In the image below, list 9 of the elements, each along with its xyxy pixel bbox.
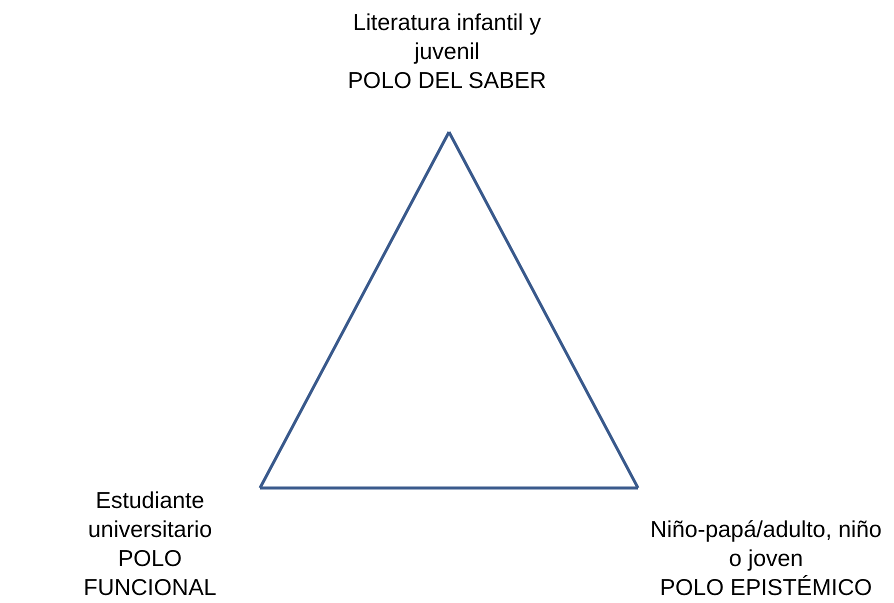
vertex-label: Literatura infantil y juvenil <box>352 8 542 66</box>
triangle-side <box>260 486 638 490</box>
pole-label: POLO FUNCIONAL <box>82 544 218 602</box>
vertex-label: Estudiante universitario <box>87 486 213 544</box>
triangle-side <box>448 131 640 489</box>
triangle-side <box>258 131 450 489</box>
vertex-label: Niño-papá/adulto, niño o joven <box>649 515 883 573</box>
pole-label: POLO DEL SABER <box>348 66 546 95</box>
pole-label: POLO EPISTÉMICO <box>660 573 872 602</box>
